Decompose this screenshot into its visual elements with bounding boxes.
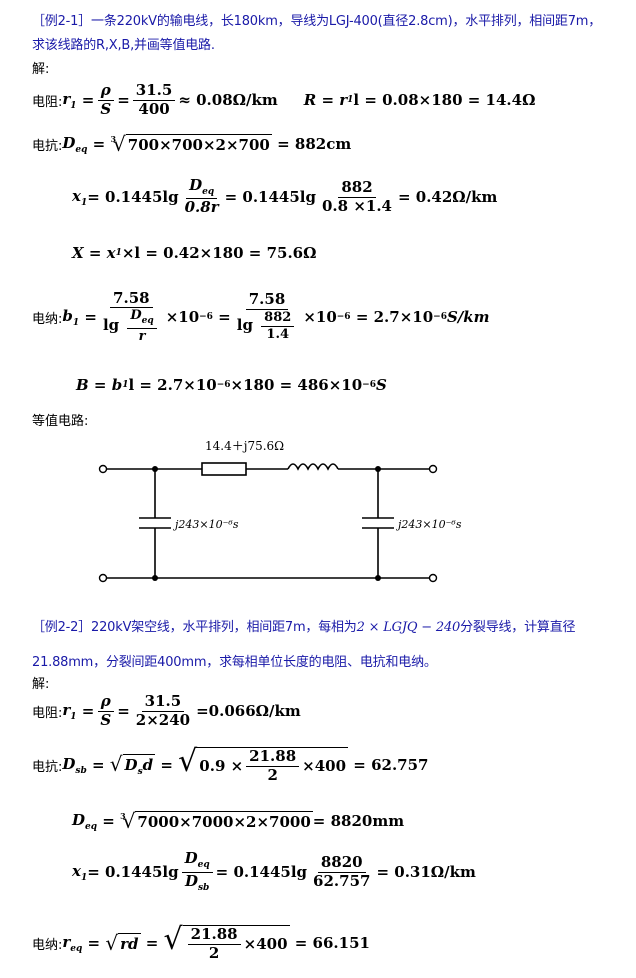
example1-deq-formula: 电抗: Deq = 3√700×700×2×700 = 882cm bbox=[32, 132, 352, 156]
example2-title-line2: 21.88mm，分裂间距400mm，求每相单位长度的电阻、电抗和电纳。 bbox=[32, 655, 437, 670]
example1-equivalent-circuit-label: 等值电路: bbox=[32, 414, 89, 429]
inductor-symbol bbox=[287, 463, 339, 471]
resistor-symbol bbox=[201, 462, 247, 476]
equivalent-circuit-diagram: 14.4＋j75.6Ω j243×10⁻⁶s j243×10⁻⁶s bbox=[98, 439, 462, 583]
right-capacitor-label: j243×10⁻⁶s bbox=[395, 518, 462, 531]
node-top-left bbox=[152, 466, 158, 472]
terminal-bottom-right bbox=[428, 573, 438, 583]
terminal-bottom-left bbox=[98, 573, 108, 583]
left-capacitor-label: j243×10⁻⁶s bbox=[172, 518, 239, 531]
example1-solution-label: 解: bbox=[32, 62, 50, 77]
terminal-top-left bbox=[98, 464, 108, 474]
impedance-label: 14.4＋j75.6Ω bbox=[205, 439, 284, 453]
node-bottom-left bbox=[152, 575, 158, 581]
example1-title-line2: 求该线路的R,X,B,并画等值电路. bbox=[32, 38, 215, 53]
node-bottom-right bbox=[375, 575, 381, 581]
example2-solution-label: 解: bbox=[32, 677, 50, 692]
node-top-right bbox=[375, 466, 381, 472]
example2-title-line1: ［例2-2］220kV架空线，水平排列，相间距7m，每相为2 × LGJQ − … bbox=[32, 620, 576, 635]
example2-deq-formula: Deq = 3√7000×7000×2×7000 = 8820mm bbox=[72, 809, 405, 833]
terminal-top-right bbox=[428, 464, 438, 474]
example1-title-line1: ［例2-1］一条220kV的输电线，长180km，导线为LGJ-400(直径2.… bbox=[32, 14, 602, 29]
